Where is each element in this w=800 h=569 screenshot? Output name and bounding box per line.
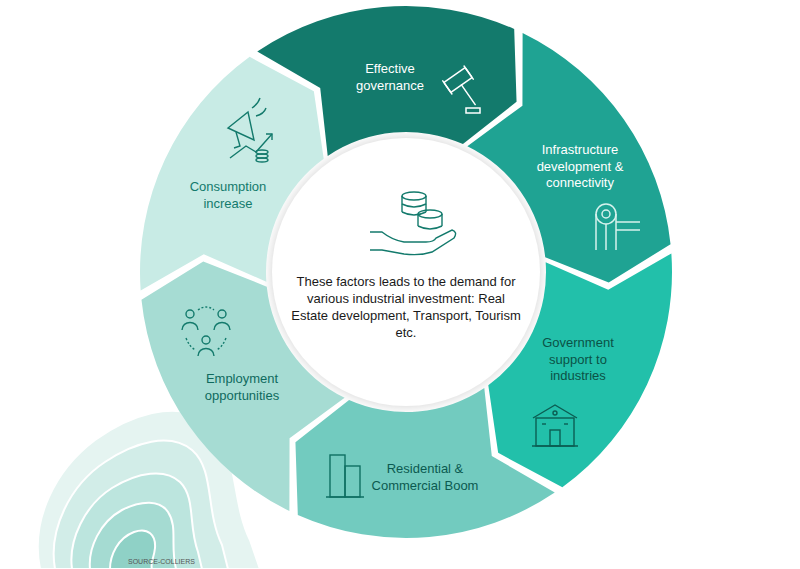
cycle-segment: Consumption increase xyxy=(138,4,674,540)
building-icon xyxy=(532,405,578,446)
buildings-icon xyxy=(326,455,364,497)
segment-label: Effective governance xyxy=(342,61,438,95)
segment-label: Employment opportunities xyxy=(192,371,292,405)
source-note: SOURCE-COLLIERS xyxy=(128,558,195,565)
megaphone-chart-icon xyxy=(228,98,272,162)
segment-outline xyxy=(257,6,516,156)
center-circle: These factors leads to the demand for va… xyxy=(272,138,540,406)
segment-label: Consumption increase xyxy=(173,179,283,213)
cycle-segment: Effective governance xyxy=(138,4,674,540)
cycle-segment: Residential & Commercial Boom xyxy=(138,4,674,540)
segment-shape xyxy=(138,4,674,540)
cycle-segment: Government support to industries xyxy=(138,4,674,540)
circle-outline xyxy=(272,138,540,406)
segment-outline xyxy=(141,261,344,511)
segment-outline xyxy=(467,33,670,283)
gavel-icon xyxy=(443,66,486,113)
segment-outline xyxy=(140,57,324,291)
segment-label: Residential & Commercial Boom xyxy=(370,461,480,495)
segment-shape xyxy=(138,4,674,540)
segment-shape xyxy=(138,4,674,540)
people-icon xyxy=(182,307,230,356)
cycle-segment: Employment opportunities xyxy=(138,4,674,540)
center-text: These factors leads to the demand for va… xyxy=(288,274,524,342)
circle-shape xyxy=(272,138,540,406)
segment-shape xyxy=(138,4,674,540)
segment-outline xyxy=(295,388,554,538)
segment-shape xyxy=(138,4,674,540)
road-icon xyxy=(596,204,640,250)
segment-outline xyxy=(488,253,672,487)
segment-shape xyxy=(138,4,674,540)
hand-coins-icon xyxy=(370,192,456,255)
segment-label: Government support to industries xyxy=(528,335,628,386)
segment-label: Infrastructure development & connectivit… xyxy=(519,142,641,193)
cycle-segment: Infrastructure development & connectivit… xyxy=(138,4,674,540)
